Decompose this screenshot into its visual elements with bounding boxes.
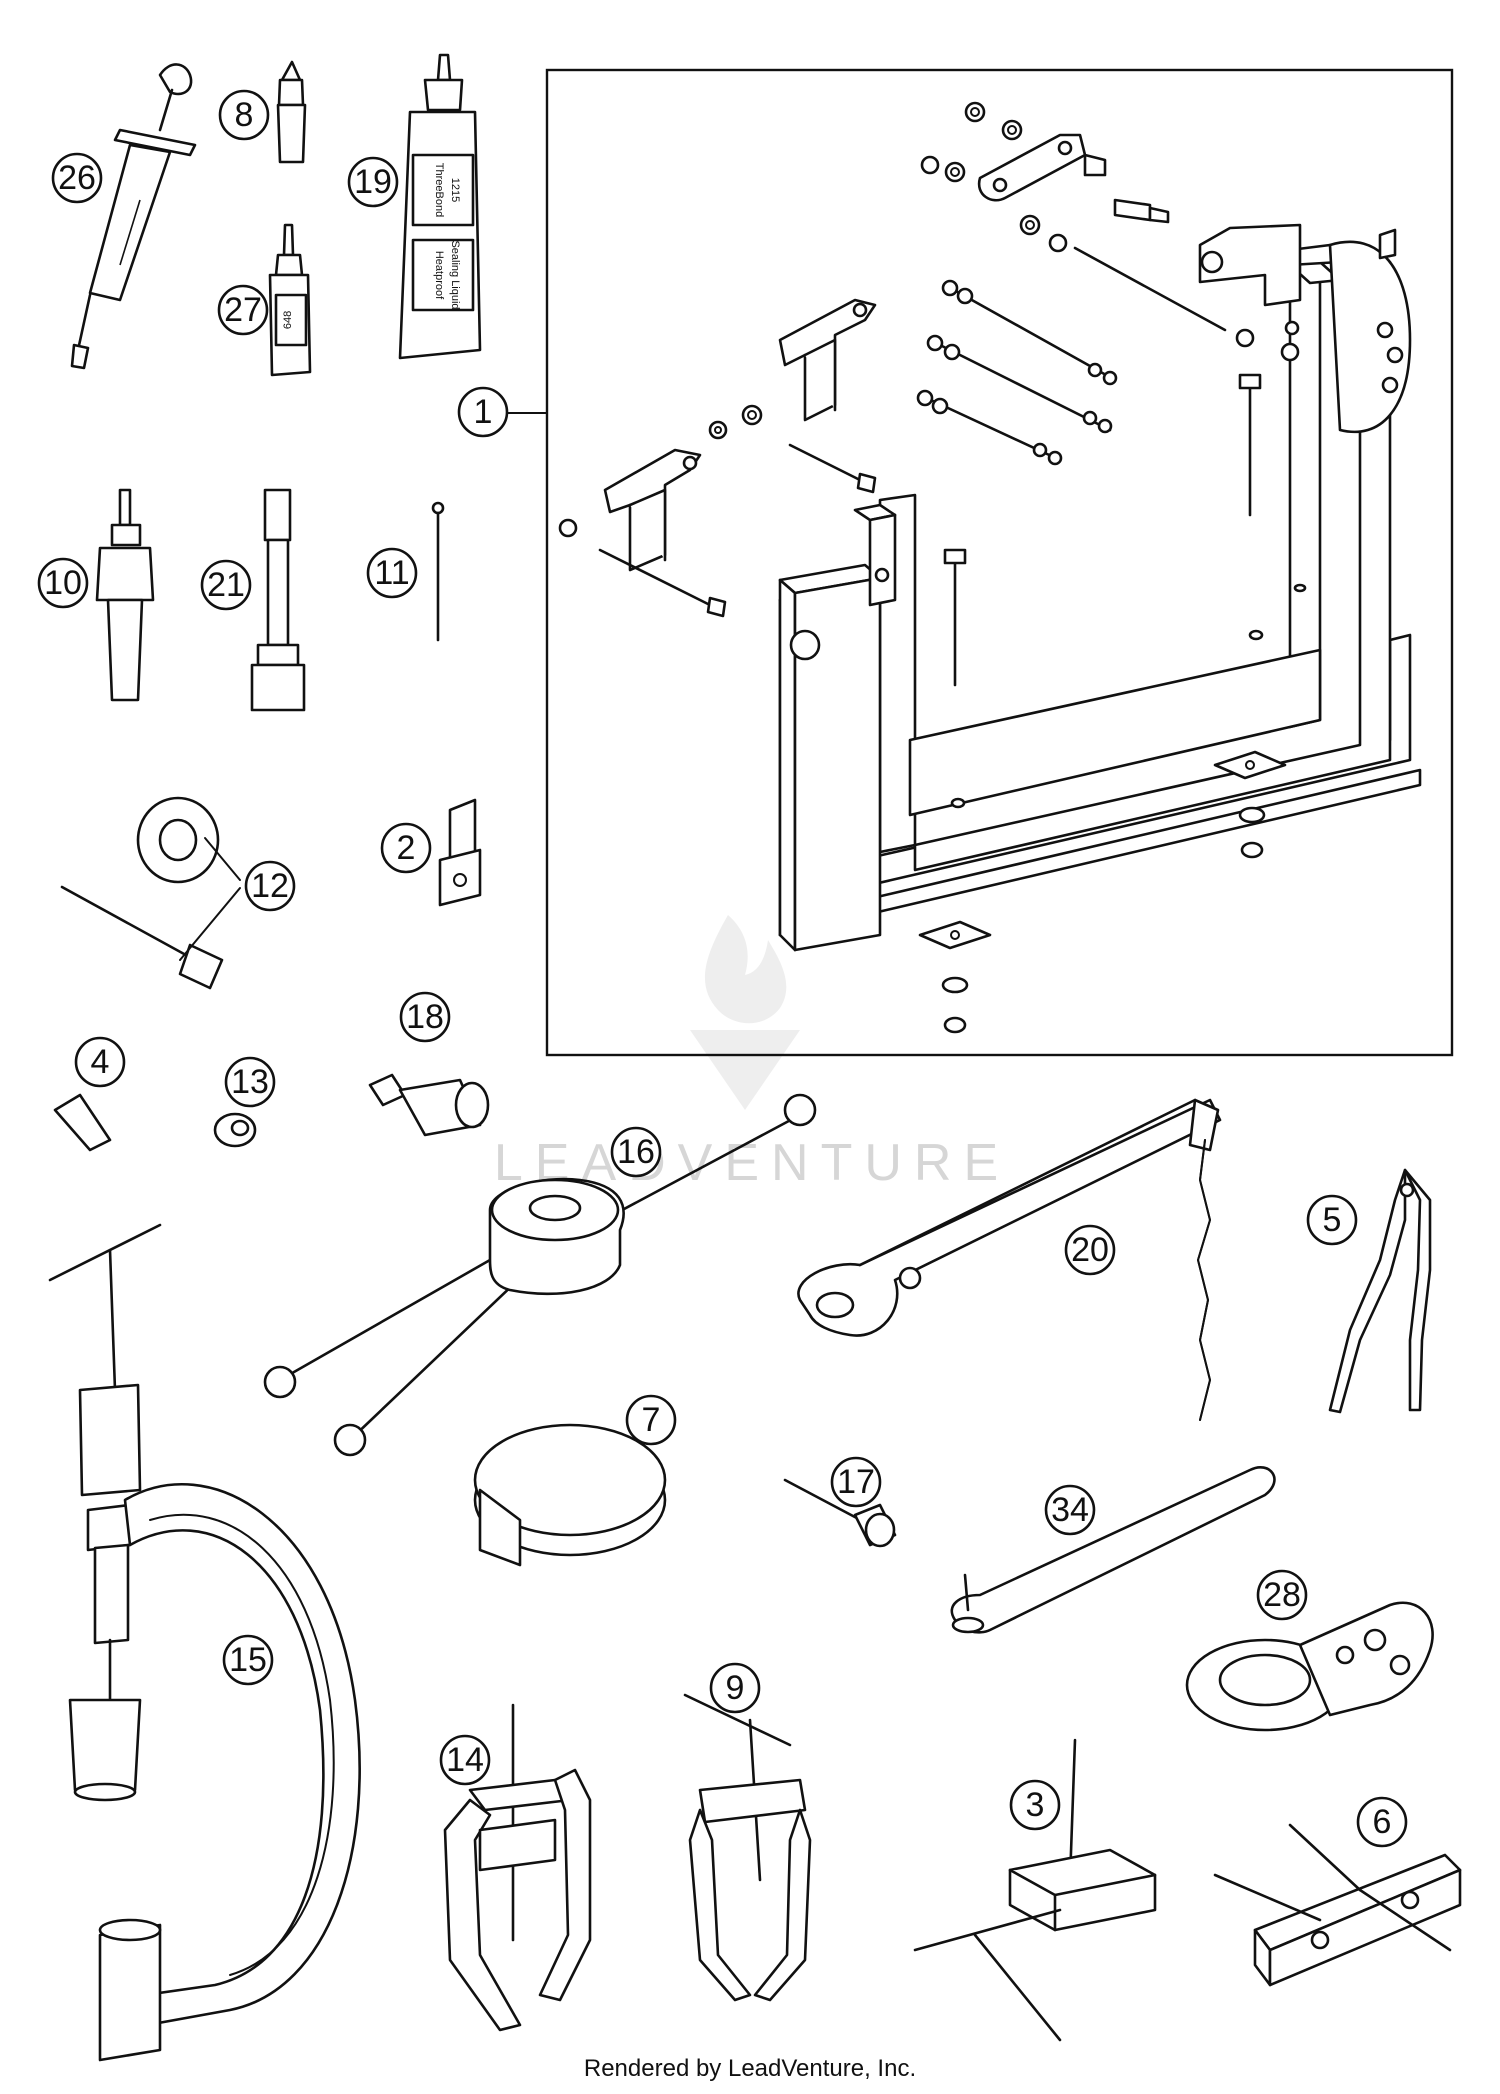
- special-tool-21: [250, 488, 306, 712]
- callout-11: 11: [366, 547, 418, 599]
- callout-19: 19: [347, 156, 399, 208]
- puller-bar-6: [1213, 1823, 1462, 1987]
- svg-text:15: 15: [229, 1641, 267, 1679]
- callout-20: 20: [1064, 1224, 1116, 1276]
- footer-credit: Rendered by LeadVenture, Inc.: [584, 2055, 916, 2082]
- valve-spring-compressor: [48, 1223, 361, 2062]
- svg-text:17: 17: [837, 1463, 875, 1501]
- grease-syringe: [70, 63, 197, 370]
- small-tube: [276, 60, 307, 164]
- callout-9: 9: [709, 1662, 761, 1714]
- callout-4: 4: [74, 1036, 126, 1088]
- bearing-puller-10: [95, 488, 155, 702]
- callout-14: 14: [439, 1734, 491, 1786]
- holding-tool-16: [263, 1093, 817, 1457]
- puller-9: [683, 1693, 812, 2002]
- svg-text:3: 3: [1026, 1786, 1045, 1824]
- callout-10: 10: [37, 557, 89, 609]
- callout-1: 1: [457, 386, 509, 438]
- svg-text:16: 16: [617, 1133, 655, 1171]
- callout-16: 16: [610, 1126, 662, 1178]
- svg-text:2: 2: [397, 829, 416, 867]
- callout-6: 6: [1356, 1796, 1408, 1848]
- svg-text:8: 8: [235, 96, 254, 134]
- callout-28: 28: [1256, 1569, 1308, 1621]
- cone-4: [53, 1093, 112, 1152]
- svg-text:14: 14: [446, 1741, 484, 1779]
- bolt-with-bearing: [60, 796, 241, 990]
- svg-text:12: 12: [251, 867, 289, 905]
- socket-18: [368, 1073, 490, 1137]
- svg-text:28: 28: [1263, 1576, 1301, 1614]
- svg-text:20: 20: [1071, 1231, 1109, 1269]
- circlip-pliers: [1328, 1168, 1432, 1414]
- svg-text:10: 10: [44, 564, 82, 602]
- tube-19-number: 1215: [449, 178, 461, 202]
- svg-text:34: 34: [1051, 1491, 1089, 1529]
- callout-13: 13: [224, 1056, 276, 1108]
- svg-text:18: 18: [406, 998, 444, 1036]
- bracket-2: [438, 798, 482, 907]
- engine-stand: [558, 101, 1422, 1034]
- tube-19-brand: ThreeBond: [433, 163, 445, 217]
- callout-5: 5: [1306, 1194, 1358, 1246]
- loctite-bottle: 648: [268, 223, 312, 377]
- callout-17: 17: [830, 1456, 882, 1508]
- bottle-27-label: 648: [282, 311, 294, 329]
- callout-21: 21: [200, 559, 252, 611]
- strap-wrench-34: [950, 1466, 1276, 1634]
- pin-11: [431, 501, 445, 642]
- svg-text:7: 7: [642, 1401, 661, 1439]
- svg-text:27: 27: [224, 291, 262, 329]
- sealant-tube: ThreeBond 1215 Heatproof Sealing Liquid: [398, 53, 482, 360]
- callout-3: 3: [1009, 1779, 1061, 1831]
- chain-breaker-3: [913, 1738, 1157, 2042]
- svg-text:11: 11: [374, 554, 409, 592]
- callout-2: 2: [380, 822, 432, 874]
- piston-ring-compressor: [473, 1423, 667, 1567]
- callout-7: 7: [625, 1394, 677, 1446]
- callout-27: 27: [217, 284, 269, 336]
- svg-text:19: 19: [354, 163, 392, 201]
- item-1-frame: [545, 68, 1454, 1057]
- tube-19-line4: Sealing Liquid: [449, 240, 461, 309]
- callouts: 1 2 3 4 5 6 7 8 9 10 11 12 13 14 15 16 1…: [37, 89, 1408, 1848]
- svg-text:6: 6: [1373, 1803, 1392, 1841]
- callout-12: 12: [244, 860, 296, 912]
- clutch-holder-28: [1185, 1601, 1434, 1732]
- svg-text:21: 21: [207, 566, 245, 604]
- callout-34: 34: [1044, 1484, 1096, 1536]
- svg-text:1: 1: [474, 393, 493, 431]
- callout-15: 15: [222, 1634, 274, 1686]
- leadventure-watermark: LEADVENTURE: [494, 915, 998, 1192]
- callout-8: 8: [218, 89, 270, 141]
- callout-26: 26: [51, 152, 103, 204]
- chain-holder-20: [797, 1098, 1222, 1421]
- tube-19-line3: Heatproof: [433, 251, 445, 300]
- svg-text:9: 9: [726, 1669, 745, 1707]
- svg-text:4: 4: [91, 1043, 110, 1081]
- screw-17: [783, 1478, 897, 1548]
- svg-text:5: 5: [1323, 1201, 1342, 1239]
- bushing-13: [213, 1112, 257, 1148]
- puller-14: [443, 1703, 592, 2032]
- svg-text:13: 13: [231, 1063, 269, 1101]
- svg-text:26: 26: [58, 159, 96, 197]
- callout-18: 18: [399, 991, 451, 1043]
